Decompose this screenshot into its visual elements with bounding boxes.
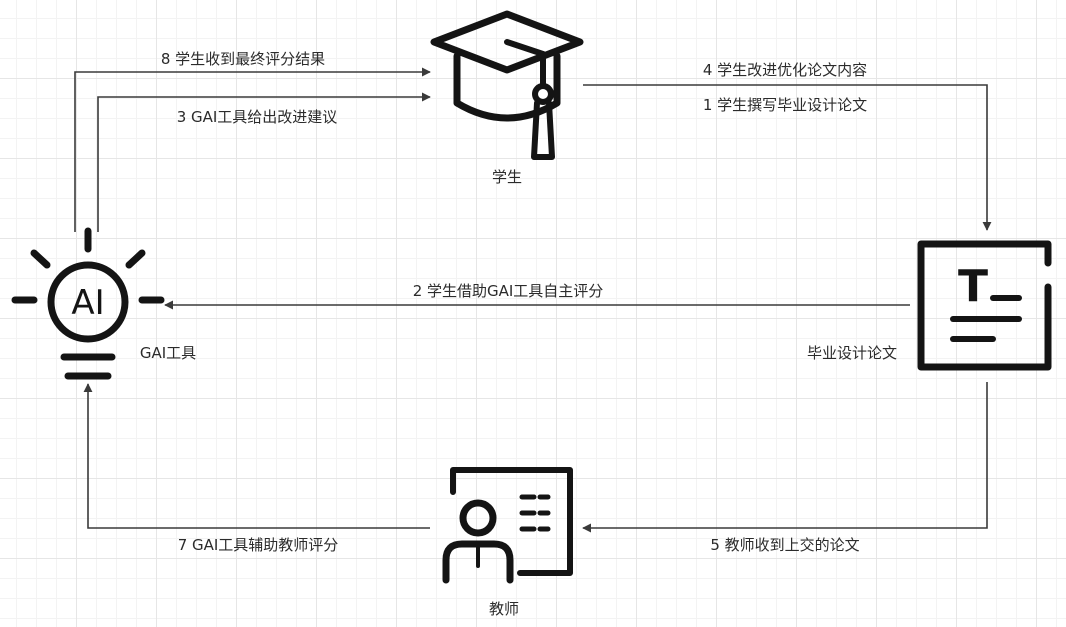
edge-7-line[interactable] xyxy=(83,383,430,529)
document-icon-text: T xyxy=(958,261,988,312)
thesis-label: 毕业设计论文 xyxy=(807,344,897,362)
edge-8-line[interactable] xyxy=(74,67,431,232)
edge-1-4-line[interactable] xyxy=(583,84,992,231)
edge-2[interactable]: 2 学生借助GAI工具自主评分 xyxy=(164,282,910,310)
edge-1-label: 1 学生撰写毕业设计论文 xyxy=(703,96,867,114)
edge-1-4[interactable]: 4 学生改进优化论文内容 1 学生撰写毕业设计论文 xyxy=(583,61,992,231)
node-student[interactable]: 学生 xyxy=(430,10,584,186)
ai-bulb-icon: AI xyxy=(11,227,165,380)
gai-tool-label: GAI工具 xyxy=(140,344,196,362)
edge-2-label: 2 学生借助GAI工具自主评分 xyxy=(413,282,604,300)
edge-8-label: 8 学生收到最终评分结果 xyxy=(161,50,325,68)
node-thesis[interactable]: T 毕业设计论文 xyxy=(807,240,1052,371)
edge-3-line[interactable] xyxy=(97,92,431,232)
edge-5-label: 5 教师收到上交的论文 xyxy=(710,536,859,554)
node-gai-tool[interactable]: AI GAI工具 xyxy=(11,227,196,380)
edge-3-label: 3 GAI工具给出改进建议 xyxy=(177,108,338,126)
edge-7-label: 7 GAI工具辅助教师评分 xyxy=(178,536,339,554)
edge-5[interactable]: 5 教师收到上交的论文 xyxy=(582,382,988,554)
edge-4-label: 4 学生改进优化论文内容 xyxy=(703,61,867,79)
ai-icon-text: AI xyxy=(71,283,104,323)
edge-8[interactable]: 8 学生收到最终评分结果 xyxy=(74,50,431,232)
edge-5-line[interactable] xyxy=(582,382,988,533)
edge-3[interactable]: 3 GAI工具给出改进建议 xyxy=(97,92,431,232)
document-icon: T xyxy=(917,240,1052,371)
teacher-presentation-icon xyxy=(442,467,573,584)
node-teacher[interactable]: 教师 xyxy=(442,467,573,618)
graduation-cap-icon xyxy=(430,10,584,160)
teacher-label: 教师 xyxy=(489,600,519,618)
edge-7[interactable]: 7 GAI工具辅助教师评分 xyxy=(83,383,430,554)
student-label: 学生 xyxy=(492,168,522,186)
